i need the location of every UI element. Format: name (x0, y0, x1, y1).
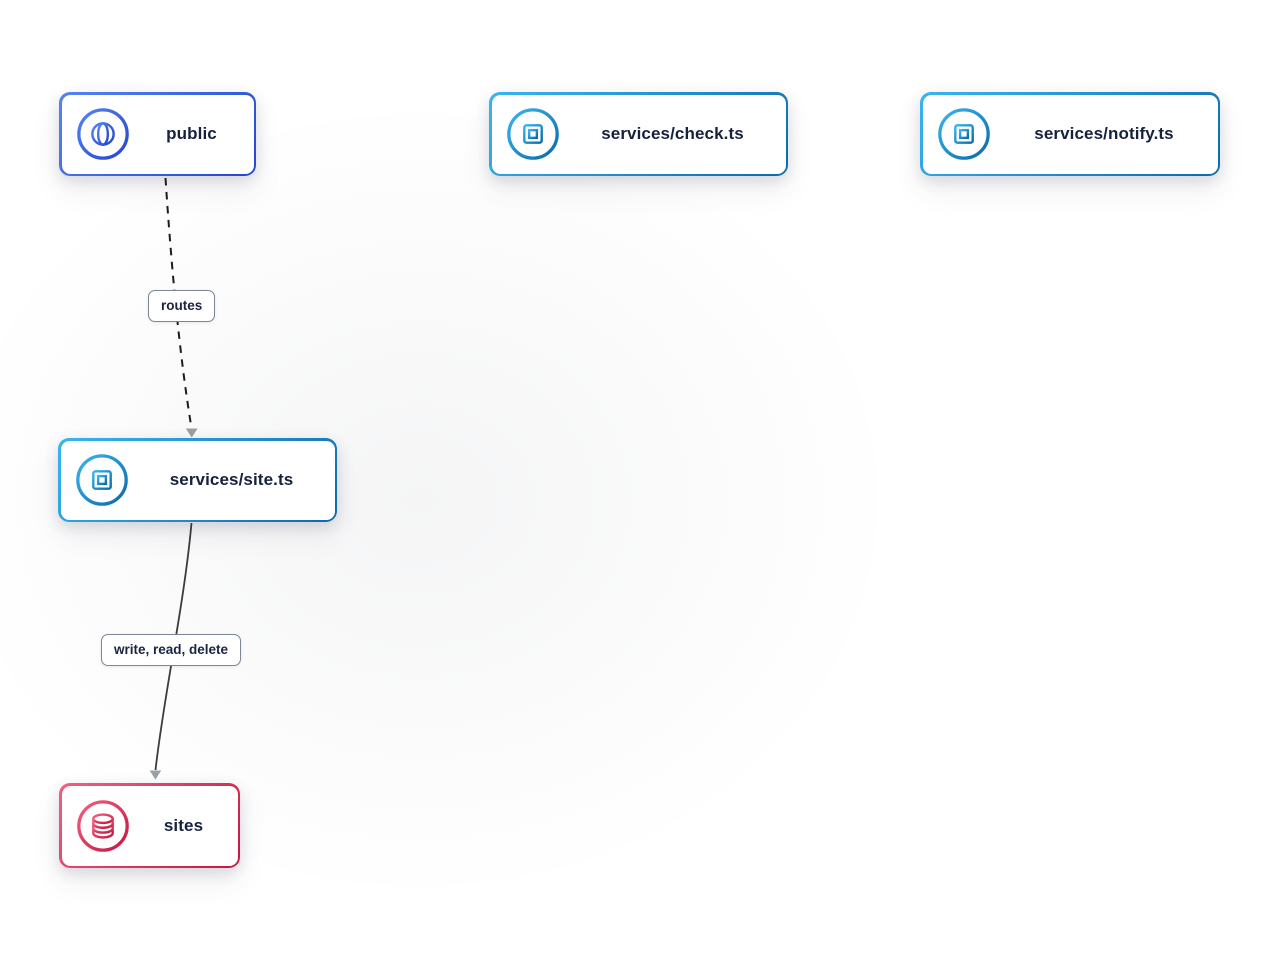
database-icon (76, 799, 129, 852)
node-label: services/check.ts (601, 124, 744, 143)
edge-label-routes: routes (148, 290, 216, 322)
node-services-notify[interactable]: services/notify.ts (920, 92, 1220, 176)
node-services-check[interactable]: services/check.ts (489, 92, 788, 176)
node-label: services/site.ts (169, 470, 294, 489)
node-services-site[interactable]: services/site.ts (58, 438, 337, 522)
node-sites[interactable]: sites (59, 783, 240, 868)
chip-icon (506, 108, 559, 160)
chip-icon (937, 108, 990, 160)
arrowhead-icon (185, 428, 198, 438)
edge-label-write-read-delete: write, read, delete (101, 634, 242, 666)
node-public[interactable]: public (59, 92, 256, 176)
arrowhead-icon (149, 770, 162, 780)
node-label: services/notify.ts (1034, 124, 1174, 143)
node-label: sites (163, 815, 204, 835)
chip-icon (75, 454, 128, 506)
node-label: public (166, 124, 217, 143)
globe-icon (76, 108, 129, 160)
